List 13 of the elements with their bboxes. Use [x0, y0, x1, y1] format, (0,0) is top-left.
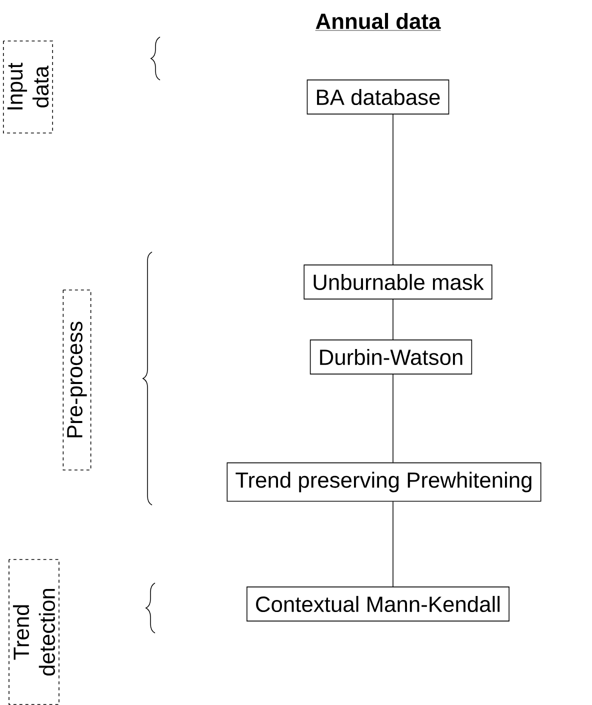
- stage-label-box: Trend detection: [8, 559, 60, 705]
- connector-line: [392, 374, 394, 463]
- connector-line: [392, 501, 394, 587]
- process-box: Contextual Mann-Kendall: [246, 586, 510, 622]
- process-box: Unburnable mask: [304, 264, 492, 300]
- process-box: Durbin-Watson: [310, 340, 472, 374]
- title: Annual data: [315, 12, 441, 31]
- process-box: BA database: [306, 80, 450, 114]
- process-box: Trend preserving Prewhitening: [226, 462, 542, 502]
- stage-label-box: Pre-process: [62, 290, 92, 470]
- connector-line: [392, 299, 394, 340]
- stage-label-box: Input data: [3, 40, 53, 134]
- connector-line: [392, 114, 394, 265]
